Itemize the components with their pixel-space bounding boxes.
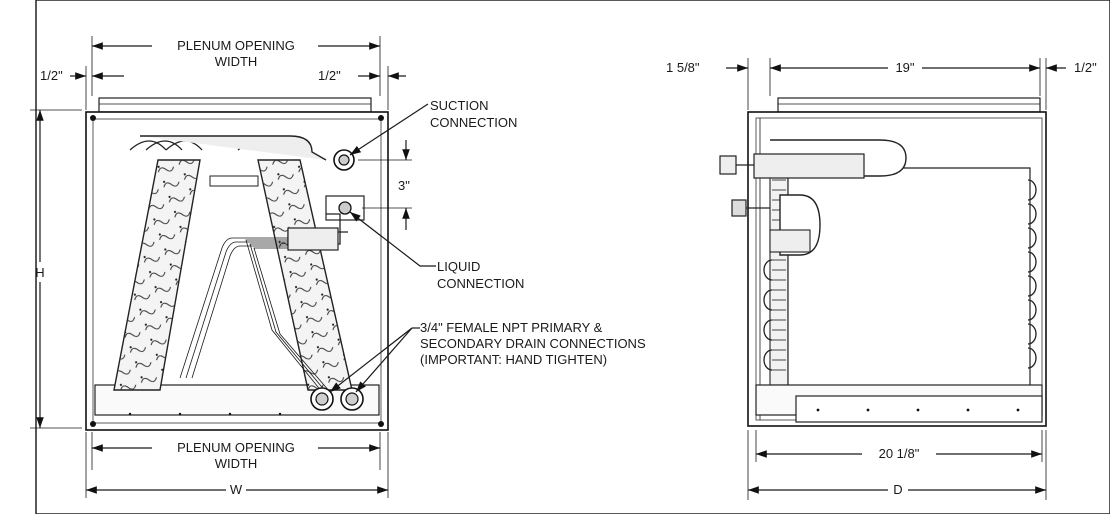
liquid-label-line1: LIQUID [437, 259, 480, 274]
liquid-label-line2: CONNECTION [437, 276, 524, 291]
height-label: H [35, 265, 44, 280]
side-inner-width: 19" [895, 60, 914, 75]
front-view: PLENUM OPENING WIDTH 1/2" 1/2" H SUCTION… [30, 36, 646, 498]
side-liquid-stub [731, 199, 747, 217]
suction-manifold [140, 135, 327, 161]
connection-spacing: 3" [398, 178, 410, 193]
side-coil-fins [772, 179, 786, 371]
drain-note-line3: (IMPORTANT: HAND TIGHTEN) [420, 352, 607, 367]
liquid-port [338, 201, 352, 215]
front-top-flange [98, 97, 372, 113]
suction-label-line1: SUCTION [430, 98, 489, 113]
plenum-width-bottom-line1: PLENUM OPENING [177, 440, 295, 455]
plenum-width-bottom-line2: WIDTH [215, 456, 258, 471]
side-view: 1 5/8" 19" 1/2" 20 1/8" D [666, 58, 1097, 500]
drain-note-line2: SECONDARY DRAIN CONNECTIONS [420, 336, 646, 351]
width-label: W [230, 482, 243, 497]
front-offset-right: 1/2" [318, 68, 341, 83]
depth-label: D [893, 482, 902, 497]
side-base-width: 20 1/8" [879, 446, 920, 461]
plenum-width-top-line2: WIDTH [215, 54, 258, 69]
side-offset-left: 1 5/8" [666, 60, 700, 75]
side-suction-stub [719, 155, 737, 175]
plenum-width-top-line1: PLENUM OPENING [177, 38, 295, 53]
front-offset-left: 1/2" [40, 68, 63, 83]
drain-note-line1: 3/4" FEMALE NPT PRIMARY & [420, 320, 603, 335]
side-top-flange [777, 97, 1041, 113]
side-return-bends [763, 179, 1037, 371]
sheet-border [35, 0, 1110, 514]
side-offset-right: 1/2" [1074, 60, 1097, 75]
suction-label-line2: CONNECTION [430, 115, 517, 130]
